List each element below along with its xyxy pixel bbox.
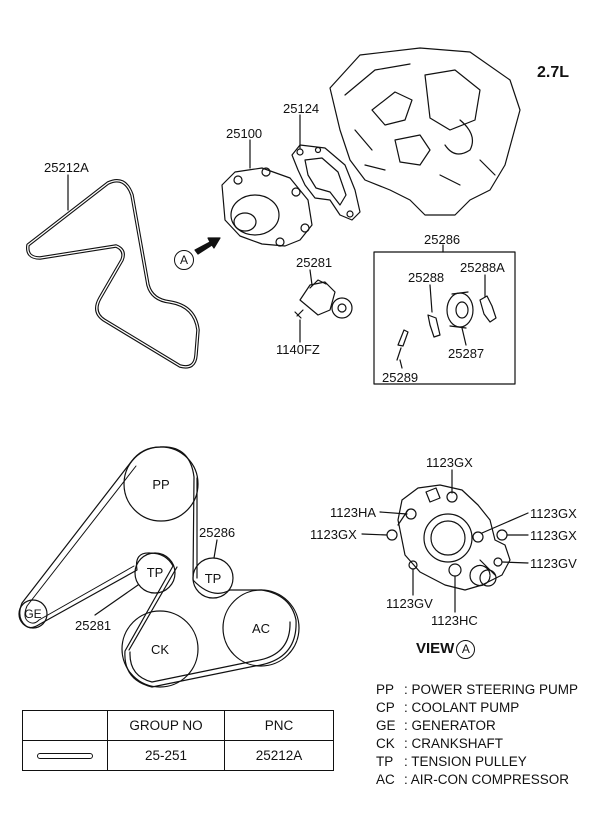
route-label-25281: 25281 xyxy=(75,618,112,633)
pulley-ge: GE xyxy=(24,607,42,621)
legend-sep: : xyxy=(404,718,408,733)
callout-25281: 25281 xyxy=(296,255,333,270)
legend-text: CRANKSHAFT xyxy=(411,736,504,751)
table-cell-group: 25-251 xyxy=(107,740,225,771)
legend-sep: : xyxy=(404,754,408,769)
leader-right-gx1 xyxy=(481,512,529,534)
callout-25288A: 25288A xyxy=(460,260,505,275)
leader-25289 xyxy=(399,359,403,369)
view-label-ha: 1123HA xyxy=(330,505,377,520)
pulley-pp: PP xyxy=(152,477,170,492)
washer-25288 xyxy=(427,314,441,338)
leader-gv-right xyxy=(501,561,529,564)
engine-block xyxy=(329,47,521,216)
leader-25281 xyxy=(309,269,313,286)
legend-code: GE xyxy=(376,718,396,733)
legend-text: COOLANT PUMP xyxy=(411,700,520,715)
legend-text: GENERATOR xyxy=(411,718,496,733)
table-cell-belt-symbol xyxy=(22,740,108,771)
tensioner-25281 xyxy=(294,279,353,319)
legend-row: TP: TENSION PULLEY xyxy=(376,753,578,771)
leader-ha xyxy=(379,511,408,515)
leader-left-gx xyxy=(361,533,388,536)
view-arrow-icon xyxy=(194,237,221,255)
engine-label: 2.7L xyxy=(537,64,570,81)
belt-routing xyxy=(18,446,300,688)
pulley-ac: AC xyxy=(251,621,271,636)
legend-row: GE: GENERATOR xyxy=(376,717,578,735)
arrow-a-label: A xyxy=(174,250,194,270)
bolt-25289 xyxy=(396,329,409,361)
belt-25212A xyxy=(26,179,200,369)
callout-25124: 25124 xyxy=(283,101,320,116)
table-header-blank xyxy=(22,710,108,741)
view-title-text: VIEW xyxy=(416,640,455,657)
table-cell-pnc: 25212A xyxy=(224,740,334,771)
legend-sep: : xyxy=(404,700,408,715)
pulley-tp-2: TP xyxy=(204,571,222,586)
view-label-top-gx: 1123GX xyxy=(426,455,473,470)
pulley-ck: CK xyxy=(150,642,170,657)
legend-code: TP xyxy=(376,754,394,769)
legend-text: TENSION PULLEY xyxy=(411,754,527,769)
bracket-25288A xyxy=(479,295,497,323)
legend-code: AC xyxy=(376,772,395,787)
view-a-pump xyxy=(386,484,511,591)
legend-row: PP: POWER STEERING PUMP xyxy=(376,681,578,699)
table-header-pnc: PNC xyxy=(224,710,334,741)
view-label-left-gx: 1123GX xyxy=(310,527,357,542)
legend-text: AIR-CON COMPRESSOR xyxy=(410,772,570,787)
leader-route-25281 xyxy=(94,584,139,616)
legend-sep: : xyxy=(404,736,408,751)
legend: PP: POWER STEERING PUMP CP: COOLANT PUMP… xyxy=(376,681,578,789)
legend-row: AC: AIR-CON COMPRESSOR xyxy=(376,771,578,789)
legend-row: CP: COOLANT PUMP xyxy=(376,699,578,717)
water-pump-25100 xyxy=(221,167,313,247)
table-row: 25-251 25212A xyxy=(22,740,334,771)
legend-code: CP xyxy=(376,700,395,715)
legend-row: CK: CRANKSHAFT xyxy=(376,735,578,753)
callout-25289: 25289 xyxy=(382,370,419,385)
callout-25287: 25287 xyxy=(448,346,485,361)
view-label-gv-bottom: 1123GV xyxy=(386,596,433,611)
belt-symbol-icon xyxy=(37,753,93,760)
legend-code: PP xyxy=(376,682,395,697)
view-letter-icon: A xyxy=(456,640,476,659)
view-label-right-gx2: 1123GX xyxy=(530,528,577,543)
view-label-gv-right: 1123GV xyxy=(530,556,577,571)
gasket-25124 xyxy=(291,144,361,221)
table-header-row: GROUP NO PNC xyxy=(22,710,334,741)
callout-1140FZ: 1140FZ xyxy=(276,342,320,357)
legend-code: CK xyxy=(376,736,395,751)
leader-25288 xyxy=(429,284,433,313)
legend-sep: : xyxy=(404,772,408,787)
pulley-assy-box xyxy=(373,251,516,385)
legend-text: POWER STEERING PUMP xyxy=(411,682,579,697)
callout-25212A: 25212A xyxy=(44,160,89,175)
leader-25287 xyxy=(461,327,467,346)
view-label-hc: 1123HC xyxy=(431,613,478,628)
pulley-tp-1: TP xyxy=(146,565,164,580)
table-header-group: GROUP NO xyxy=(107,710,225,741)
legend-sep: : xyxy=(404,682,408,697)
route-label-25286: 25286 xyxy=(199,525,236,540)
leader-route-25286 xyxy=(213,539,218,559)
group-table: GROUP NO PNC 25-251 25212A xyxy=(22,710,334,771)
view-label-right-gx1: 1123GX xyxy=(530,506,577,521)
callout-25288: 25288 xyxy=(408,270,445,285)
callout-25100: 25100 xyxy=(226,126,263,141)
callout-25286: 25286 xyxy=(424,232,461,247)
pulley-25287 xyxy=(446,291,474,329)
